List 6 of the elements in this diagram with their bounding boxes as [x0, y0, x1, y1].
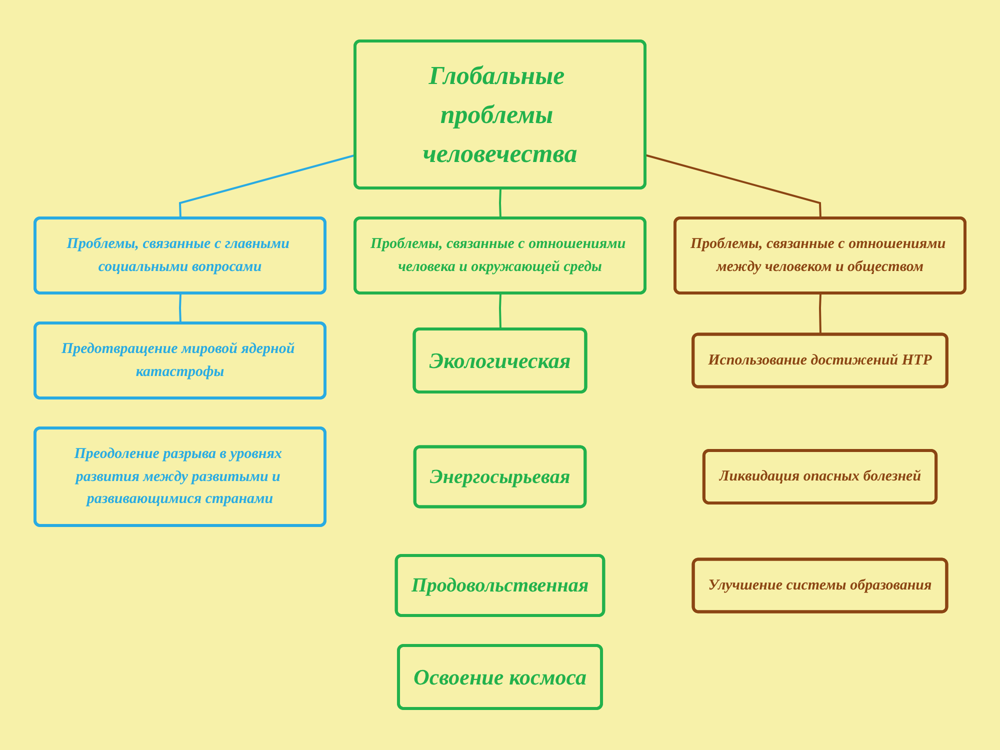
connector [179, 294, 182, 324]
connector [819, 294, 822, 336]
connector [178, 154, 356, 219]
connector [499, 188, 502, 219]
connector [499, 294, 502, 330]
connector [645, 154, 822, 219]
